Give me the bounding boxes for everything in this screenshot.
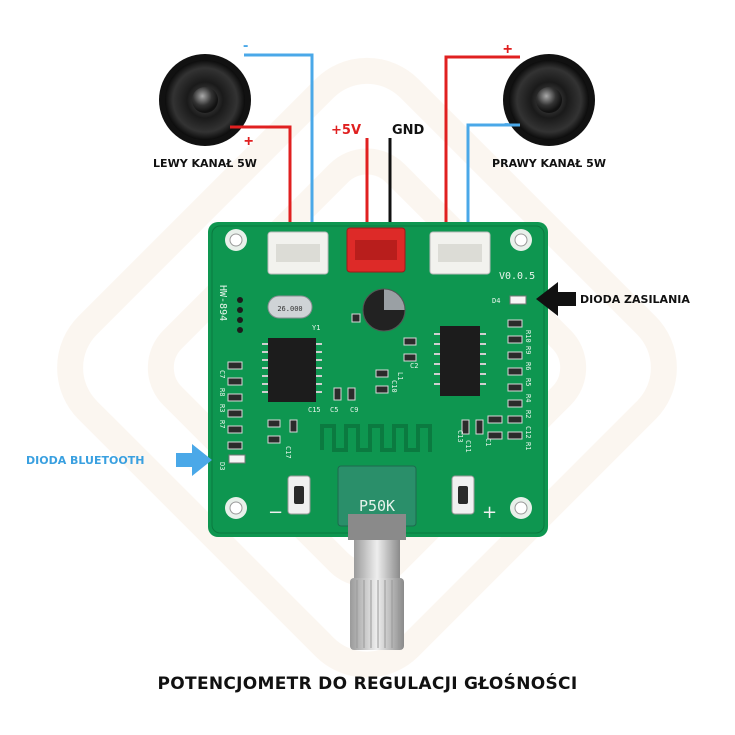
left-channel-label: LEWY KANAŁ 5W [153, 157, 257, 170]
smd-components [227, 313, 523, 450]
silk-label: R1 [524, 442, 532, 450]
silk-label: C7 [218, 370, 226, 378]
potentiometer-caption: POTENCJOMETR DO REGULACJI GŁOŚNOŚCI [157, 674, 578, 694]
left-speaker-connector [267, 231, 329, 275]
right-speaker-connector [429, 231, 491, 275]
left-plus-sign: + [244, 133, 253, 150]
silk-label: C9 [350, 406, 358, 414]
bluetooth-led [228, 454, 246, 464]
btn-plus-marking: + [482, 502, 497, 523]
volume-down-button [287, 475, 311, 515]
silk-label: R5 [524, 378, 532, 386]
silk-label: C10 [390, 380, 398, 393]
wires [230, 53, 520, 238]
silk-label: R8 [218, 388, 226, 396]
header-pins [237, 297, 243, 333]
capacitor [362, 288, 406, 332]
silk-label: R4 [524, 394, 532, 402]
silk-label: R3 [218, 404, 226, 412]
silk-label: C2 [410, 362, 418, 370]
silk-label: Y1 [312, 324, 320, 332]
board-model: HW-894 [217, 285, 228, 321]
board-version: V0.0.5 [499, 271, 535, 282]
silk-label: C13 [456, 430, 464, 443]
right-plus-wire [444, 55, 520, 238]
right-minus-wire [466, 123, 520, 238]
right-speaker-icon [503, 54, 595, 146]
pcb-board: 26.000 [208, 222, 548, 650]
left-minus-wire [244, 53, 314, 238]
right-minus-sign: - [504, 115, 509, 132]
power-led [509, 295, 527, 305]
silk-label: C17 [284, 446, 292, 459]
volume-up-button [451, 475, 475, 515]
silk-label: R9 [524, 346, 532, 354]
mounting-holes [225, 229, 532, 519]
bluetooth-led-label: DIODA BLUETOOTH [26, 454, 144, 467]
silk-label: D3 [218, 462, 226, 470]
power-plus-label: +5V [331, 123, 361, 138]
power-led-label: DIODA ZASILANIA [580, 293, 690, 306]
left-minus-sign: - [243, 37, 248, 54]
amplifier-chip [434, 326, 486, 396]
bluetooth-led-arrow-icon [176, 444, 212, 476]
right-plus-sign: + [503, 41, 512, 58]
silk-label: R10 [524, 330, 532, 343]
power-gnd-label: GND [392, 123, 425, 138]
silk-label: C12 [524, 426, 532, 439]
silk-label: L1 [396, 372, 404, 380]
silk-label: R6 [524, 362, 532, 370]
crystal-marking: 26.000 [277, 305, 302, 313]
silk-label: R2 [524, 410, 532, 418]
pcb-antenna [320, 424, 432, 452]
crystal-oscillator: 26.000 [267, 295, 313, 319]
power-led-arrow-icon [536, 282, 576, 316]
left-plus-wire [230, 125, 292, 238]
silk-label: C5 [330, 406, 338, 414]
btn-minus-marking: − [268, 502, 283, 523]
right-channel-label: PRAWY KANAŁ 5W [492, 157, 606, 170]
potentiometer: P50K [337, 465, 417, 650]
silk-label: C1 [484, 438, 492, 446]
pot-marking: P50K [359, 497, 395, 515]
silk-label: C15 [308, 406, 321, 414]
power-connector [346, 227, 406, 273]
silk-label: R7 [218, 420, 226, 428]
silk-label: D4 [492, 297, 500, 305]
left-speaker-icon [159, 54, 251, 146]
bluetooth-chip [262, 338, 322, 402]
silk-label: C11 [464, 440, 472, 453]
